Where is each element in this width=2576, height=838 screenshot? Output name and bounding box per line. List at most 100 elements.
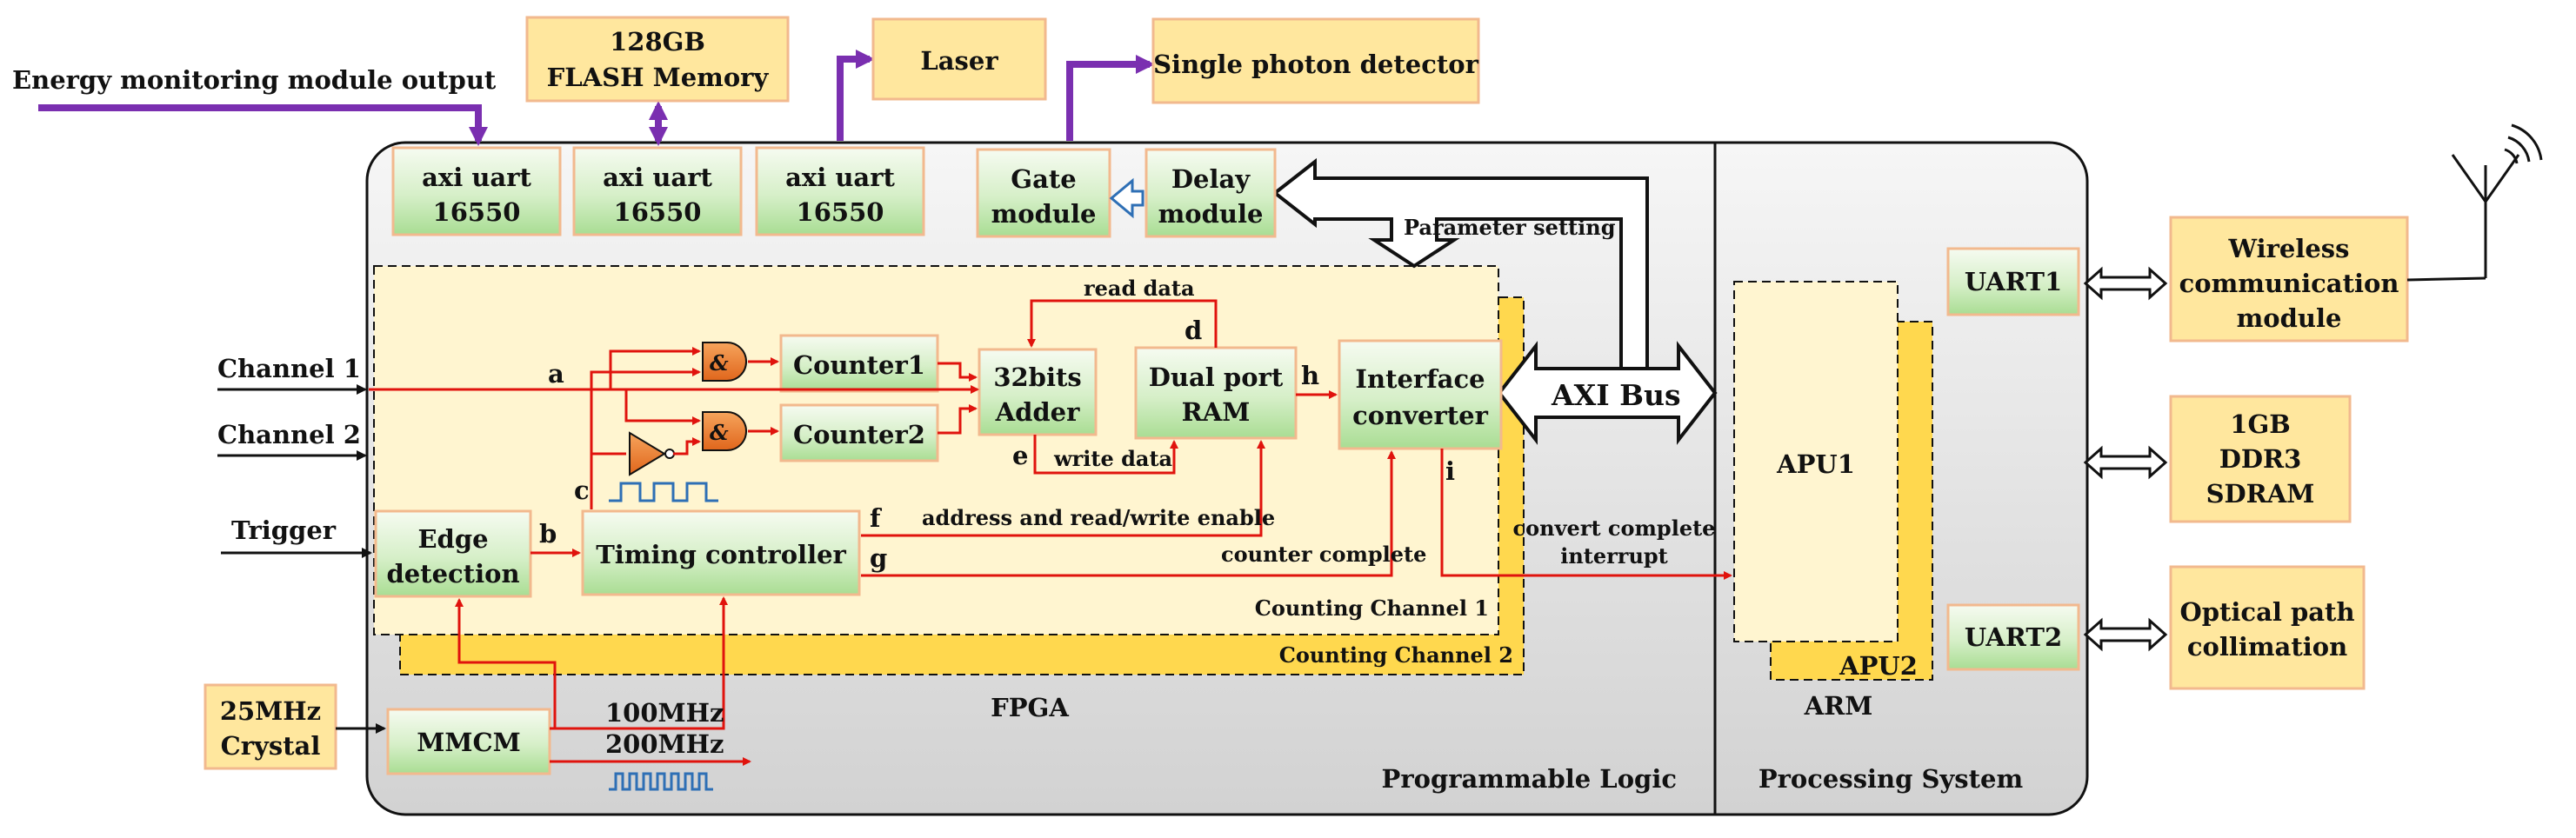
parameter-bus-arrow <box>1271 157 1649 370</box>
signal-letter-g: g <box>870 543 887 573</box>
timing-controller-block: Timing controller <box>581 509 861 596</box>
channel1-label: Channel 1 <box>217 354 361 383</box>
svg-text:Interface: Interface <box>1355 364 1485 394</box>
wireless-label-2: communication <box>2179 269 2399 298</box>
delay-to-gate-arrow <box>1109 177 1145 219</box>
svg-text:Edge: Edge <box>417 524 488 554</box>
flash-memory-label-2: FLASH Memory <box>547 63 770 92</box>
and-gate-2: & <box>702 411 747 451</box>
signal-letter-c: c <box>574 476 590 505</box>
signal-letter-b: b <box>539 519 557 549</box>
svg-text:axi uart: axi uart <box>603 163 712 192</box>
signal-letter-i: i <box>1445 456 1455 486</box>
freq-100mhz-label: 100MHz <box>605 698 724 728</box>
signal-letter-e: e <box>1012 441 1028 470</box>
svg-text:Timing controller: Timing controller <box>596 540 846 569</box>
spd-box <box>1151 17 1480 104</box>
write-data-label: write data <box>1053 446 1172 471</box>
adder-block: 32bits Adder <box>978 348 1098 436</box>
flash-memory-box <box>525 16 790 103</box>
counter2-block: Counter2 <box>779 403 939 462</box>
signal-letter-f: f <box>870 503 883 533</box>
svg-text:detection: detection <box>386 559 519 589</box>
trigger-label: Trigger <box>231 515 337 545</box>
wireless-label-1: Wireless <box>2228 234 2350 263</box>
svg-text:&: & <box>710 350 729 376</box>
processing-system-label: Processing System <box>1758 764 2024 794</box>
crystal-label-1: 25MHz <box>220 696 321 726</box>
edge-detection-block: Edge detection <box>374 509 532 598</box>
svg-text:UART1: UART1 <box>1965 267 2062 296</box>
axi-bus-arrow <box>1497 341 1718 445</box>
freq-200mhz-label: 200MHz <box>605 729 724 759</box>
svg-text:converter: converter <box>1352 401 1489 430</box>
signal-letter-a: a <box>548 359 564 389</box>
energy-output-label: Energy monitoring module output <box>12 65 497 95</box>
uart-16550-2: axi uart 16550 <box>572 146 743 236</box>
uart-16550-1: axi uart 16550 <box>391 146 562 236</box>
laser-label: Laser <box>920 46 998 76</box>
mmcm-block: MMCM <box>386 708 551 775</box>
svg-text:16550: 16550 <box>433 197 521 227</box>
apu2-label: APU2 <box>1839 651 1918 681</box>
signal-letter-h: h <box>1301 361 1319 390</box>
flash-memory-label-1: 128GB <box>610 27 705 57</box>
svg-text:RAM: RAM <box>1182 397 1251 427</box>
spd-label: Single photon detector <box>1153 50 1478 79</box>
fpga-label: FPGA <box>991 693 1069 722</box>
address-rw-enable-label: address and read/write enable <box>922 505 1275 530</box>
read-data-label: read data <box>1084 276 1195 301</box>
wireless-label-3: module <box>2237 303 2342 333</box>
channel2-label: Channel 2 <box>217 420 361 449</box>
svg-text:Counter2: Counter2 <box>793 420 925 449</box>
counter1-block: Counter1 <box>779 334 939 393</box>
optical-collimation-box <box>2169 565 2366 690</box>
counting-channel-2-label: Counting Channel 2 <box>1279 642 1513 668</box>
parameter-setting-label: Parameter setting <box>1404 215 1616 240</box>
svg-text:Counter1: Counter1 <box>793 350 925 380</box>
purple-links <box>38 50 1155 146</box>
gate-module: Gate module <box>976 148 1111 238</box>
ddr3-label-2: DDR3 <box>2219 444 2302 474</box>
input-wiring <box>217 384 386 734</box>
and-gate-1: & <box>702 342 747 382</box>
dual-port-ram-block: Dual port RAM <box>1134 346 1298 440</box>
antenna-icon <box>2406 123 2543 282</box>
ddr3-label-1: 1GB <box>2230 409 2290 439</box>
programmable-logic-label: Programmable Logic <box>1382 764 1677 794</box>
svg-text:module: module <box>991 199 1097 229</box>
counting-channel-1-label: Counting Channel 1 <box>1255 595 1489 621</box>
pulse-waveform-icon <box>609 482 718 502</box>
svg-text:UART2: UART2 <box>1965 622 2062 652</box>
crystal-box <box>204 683 337 770</box>
interface-converter-block: Interface converter <box>1338 339 1503 450</box>
svg-text:Delay: Delay <box>1171 164 1251 194</box>
svg-text:Gate: Gate <box>1011 164 1076 194</box>
ddr3-label-3: SDRAM <box>2206 479 2315 509</box>
svg-text:MMCM: MMCM <box>417 728 520 757</box>
laser-box <box>871 17 1047 101</box>
svg-text:&: & <box>710 420 729 445</box>
uart2-block: UART2 <box>1946 603 2080 671</box>
ddr3-box <box>2169 395 2352 523</box>
signal-letter-d: d <box>1185 316 1202 345</box>
svg-text:module: module <box>1158 199 1264 229</box>
convert-complete-label-1: convert complete <box>1513 515 1716 541</box>
apu1-panel <box>1733 281 1899 642</box>
svg-text:axi uart: axi uart <box>785 163 895 192</box>
signal-wiring <box>369 299 1732 766</box>
wireless-module-box <box>2169 216 2409 343</box>
svg-text:Dual port: Dual port <box>1149 362 1284 392</box>
axi-bus-label: AXI Bus <box>1551 378 1681 412</box>
uart-16550-3: axi uart 16550 <box>755 146 925 236</box>
uart1-block: UART1 <box>1946 247 2080 316</box>
svg-text:16550: 16550 <box>614 197 702 227</box>
svg-text:Adder: Adder <box>995 397 1081 427</box>
crystal-label-2: Crystal <box>221 731 321 761</box>
delay-module: Delay module <box>1145 148 1277 238</box>
bidirectional-arrows <box>2083 266 2168 652</box>
svg-text:32bits: 32bits <box>993 362 1081 392</box>
counter-complete-label: counter complete <box>1221 542 1426 567</box>
clock-waveform-icon <box>609 772 713 791</box>
